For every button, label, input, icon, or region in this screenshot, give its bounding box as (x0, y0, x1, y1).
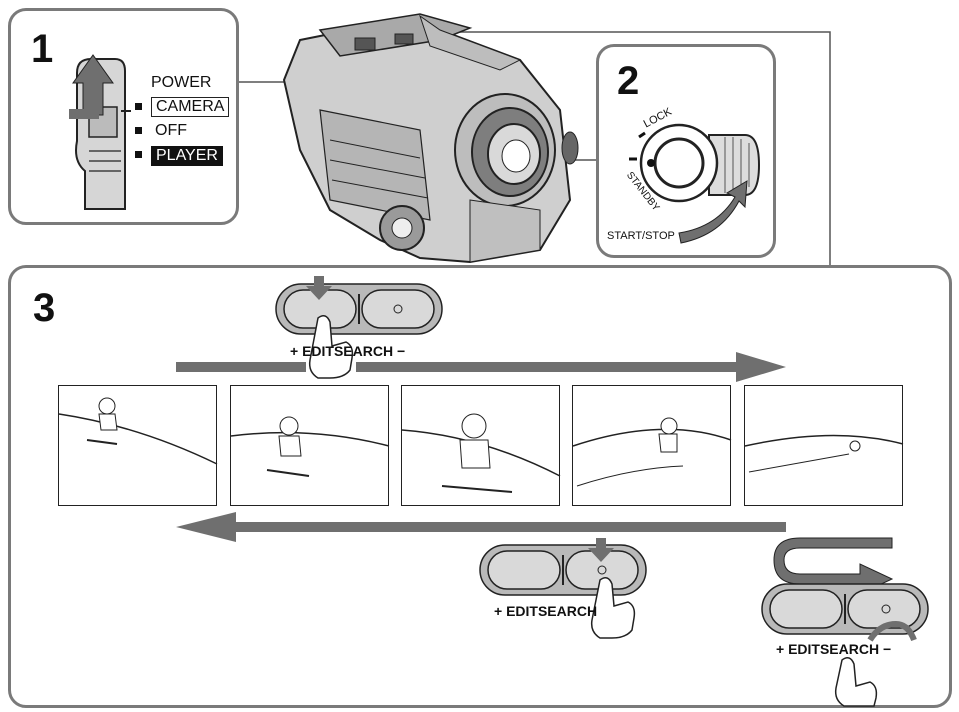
camera-option[interactable]: CAMERA (151, 97, 230, 117)
edit-search-label-right: + EDITSEARCH − (776, 641, 892, 657)
step2-number: 2 (617, 59, 640, 103)
edit-search-label-top: + EDITSEARCH − (290, 343, 406, 359)
power-label: POWER (151, 74, 212, 91)
player-option[interactable]: PLAYER (151, 146, 223, 166)
step1-number: 1 (31, 27, 54, 71)
step1-panel: 1 POWER CAMERA OFF PLAYER (8, 8, 239, 225)
step3-number: 3 (33, 286, 56, 330)
scene-frame-5 (744, 385, 904, 506)
player-marker (135, 151, 142, 158)
camera-marker (135, 103, 142, 110)
step2-panel: 2 LOCK STANDBY START/STOP (596, 44, 776, 258)
start-stop-dial-illustration (629, 123, 761, 244)
start-stop-label: START/STOP (607, 230, 675, 242)
scene-frame-3 (401, 385, 561, 506)
scene-frame-4 (572, 385, 732, 506)
power-switch-illustration (69, 54, 131, 210)
off-marker (135, 127, 142, 134)
edit-search-label-mid: + EDITSEARCH (494, 603, 598, 619)
scene-frame-1 (58, 385, 218, 506)
off-option[interactable]: OFF (155, 122, 187, 139)
scene-frame-2 (230, 385, 390, 506)
